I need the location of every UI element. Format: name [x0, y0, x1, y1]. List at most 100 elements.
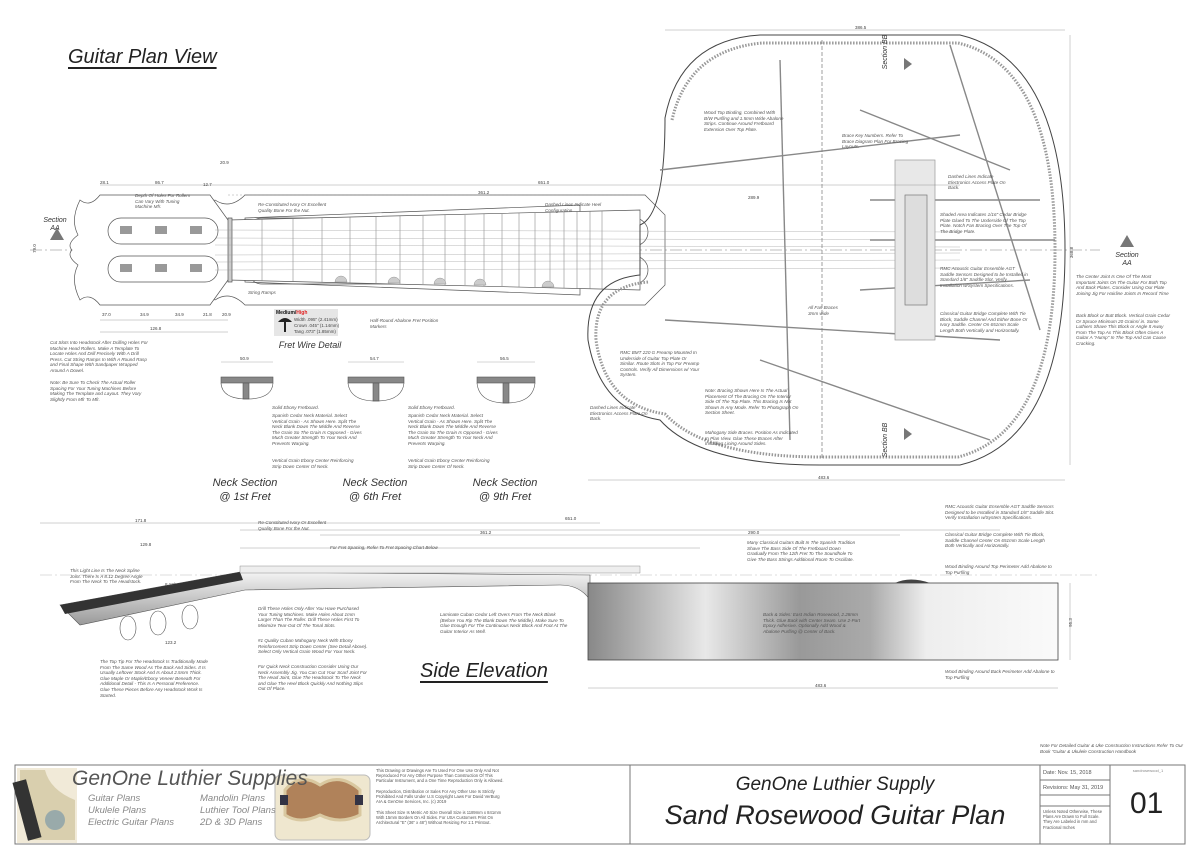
dim: 12.7	[203, 182, 212, 187]
note-brace-key: Brace Key Numbers. Refer To Brace Diagra…	[842, 133, 909, 150]
dim: 20.9	[222, 312, 231, 317]
note-book: Note For Detailed Guitar & Uke Construct…	[1040, 743, 1184, 754]
note-fret-markers: Half-Round Abalone Fret Position Markers	[370, 318, 439, 329]
section-bb-bottom-marker	[904, 428, 912, 440]
dim: 361.2	[478, 190, 490, 195]
note-cut-slots: Cut Slots Into Headstock After Drilling …	[50, 340, 148, 373]
note-bridge-complete: Classical Guitar Bridge Complete With Ti…	[940, 311, 1028, 333]
note-binding-top: Wood Binding Around Top Perimeter Add Ab…	[945, 564, 1052, 575]
note-mahogany-neck: #1 Quality Cuban Mahogany Neck With Ebon…	[258, 638, 368, 655]
note-nut-side: Re-Constituted Ivory Or Excellent Qualit…	[258, 520, 327, 531]
legal-text-2: Reproduction, Distribution or Sales For …	[376, 789, 500, 805]
dim: 386.5	[855, 25, 867, 30]
dim: 28.1	[100, 180, 109, 185]
note-spanish-cedar-2: Spanish Cedar Neck Material. Select Vert…	[408, 413, 498, 446]
fret-wire-width: Width .095" (2.41mm)	[294, 317, 338, 322]
section-bb-bottom-label: Section BB	[882, 422, 889, 458]
dim: 290.0	[748, 530, 760, 535]
note-laminate: Laminate Cuban Cedar Left Overs From The…	[440, 612, 568, 634]
product-luthier-tool-plans: Luthier Tool Plans	[200, 805, 276, 816]
side-dimension-lines	[40, 522, 1071, 689]
strings	[214, 229, 961, 271]
note-string-ramps: String Ramps	[248, 290, 276, 295]
dim: 361.2	[480, 530, 492, 535]
note-depth-holes: Depth Of Holes For Rollers Can Vary With…	[135, 193, 191, 210]
fret-wire-detail	[274, 309, 338, 336]
nut	[227, 217, 233, 283]
note-solid-ebony: Solid Ebony Fretboard.	[272, 405, 319, 410]
dim: 20.9	[220, 160, 229, 165]
note-side-bridge: Classical Guitar Bridge Complete With Ti…	[945, 532, 1045, 549]
note-drill-holes: Drill These Holes Only After You Have Pu…	[258, 606, 360, 628]
note-spanish-cedar: Spanish Cedar Neck Material. Select Vert…	[272, 413, 362, 446]
date: Date: Nov. 15, 2018	[1043, 770, 1092, 776]
dim: 123.2	[165, 640, 177, 645]
neck-section-6-title: Neck Section @ 6th Fret	[342, 477, 408, 503]
note-preamp: RMC BMT 220 G Preamp Mounted In Undersid…	[620, 350, 700, 378]
dim: 651.0	[538, 180, 550, 185]
legal-text-3: This Sheet Size Is Metric A0 Size Overal…	[376, 810, 502, 826]
roller-slot-bottom	[107, 255, 219, 283]
note-dashed-heel: Dashed Lines Indicate Heel Configuration…	[545, 202, 602, 213]
note-check-rollers: Note: Be Sure To Check The Actual Roller…	[50, 380, 142, 402]
note-top-tip: The Top Tip For The Headstock Is Traditi…	[100, 659, 208, 698]
dim: 34.9	[140, 312, 149, 317]
grade-high: High	[296, 310, 308, 316]
note-binding-back: Wood Binding Around Back Perimeter Add A…	[945, 669, 1055, 680]
note-solid-ebony-2: Solid Ebony Fretboard.	[408, 405, 455, 410]
note-ebony-strip: Vertical Grain Ebony Center Reinforcing …	[272, 458, 354, 469]
section-bb-top-marker	[904, 58, 912, 70]
product-ukulele-plans: Ukulele Plans	[88, 805, 147, 816]
note-ebony-strip-2: Vertical Grain Ebony Center Reinforcing …	[408, 458, 490, 469]
body-side	[587, 582, 1059, 661]
note-mahogany-braces: Mahogany Side Braces. Position As Indica…	[705, 430, 798, 447]
dim: 8.12°	[165, 582, 176, 587]
bracing	[659, 44, 1055, 441]
note-access-plate: Dashed Lines Indicate Electronics Access…	[590, 405, 648, 422]
product-2d-3d-plans: 2D & 3D Plans	[200, 817, 263, 828]
note-back-sides: Back & Sides: East Indian Rosewood, 2.28…	[763, 612, 861, 634]
note-spanish-tradition: Many Classical Guitars Built In The Span…	[747, 540, 856, 562]
dim: 79.0	[31, 244, 37, 253]
dim: 126.8	[150, 326, 162, 331]
plan-view	[50, 29, 1134, 481]
note-side-rmc: RMC Acoustic Guitar Ensemble AGT Saddle …	[945, 504, 1055, 521]
neck-section-1-title: Neck Section @ 1st Fret	[212, 477, 278, 503]
sheet-number: 01	[1130, 787, 1164, 820]
scale-note: Unless Noted Otherwise, These Plans Are …	[1043, 809, 1103, 830]
company-name: GenOne Luthier Supplies	[72, 767, 308, 790]
binding-purfling	[594, 41, 1057, 459]
note-binding: Wood Top Binding, Combined With B/W Purf…	[704, 110, 784, 132]
dim: 86.7	[155, 180, 164, 185]
dim: 50.9	[240, 356, 249, 361]
fret-wire-tang: Tang .073" (1.85mm)	[294, 329, 336, 334]
side-elevation	[40, 522, 1100, 689]
section-aa-left-marker	[50, 228, 64, 240]
note-electronics-plate: Dashed Lines Indicate Electronics Access…	[948, 174, 1006, 191]
section-aa-right-marker	[1120, 235, 1134, 247]
fret-wire-detail-title: Fret Wire Detail	[278, 340, 342, 350]
dim: 34.9	[175, 312, 184, 317]
dim: 21.8	[203, 312, 212, 317]
fret-wire-crown: Crown .045" (1.14mm)	[294, 323, 340, 328]
dim: 651.0	[565, 516, 577, 521]
product-mandolin-plans: Mandolin Plans	[200, 793, 265, 804]
bridge	[904, 194, 928, 306]
plan-view-title: Guitar Plan View	[68, 46, 217, 68]
legal-text-1: This Drawing or Drawings Are To Used For…	[376, 768, 504, 784]
neck-section-9-title: Neck Section @ 9th Fret	[472, 477, 538, 503]
dim: 95.3	[1067, 618, 1073, 627]
note-bridge-plate: Shaded Area Indicates 1/16" Cedar Bridge…	[940, 212, 1027, 234]
supply-name: GenOne Luthier Supply	[735, 774, 935, 795]
note-nut: Re-Constituted Ivory Or Excellent Qualit…	[258, 202, 327, 213]
side-elevation-title: Side Elevation	[420, 660, 548, 682]
dim: 483.6	[818, 475, 830, 480]
revisions: Revisions: May 31, 2019	[1043, 785, 1104, 791]
dim: 37.0	[102, 312, 111, 317]
neck-section-1st-fret	[220, 361, 274, 400]
fret-wire-grade: Medium/High	[276, 310, 307, 316]
fretboard-side	[239, 565, 641, 574]
product-guitar-plans: Guitar Plans	[88, 793, 141, 804]
dim: 129.8	[140, 542, 152, 547]
